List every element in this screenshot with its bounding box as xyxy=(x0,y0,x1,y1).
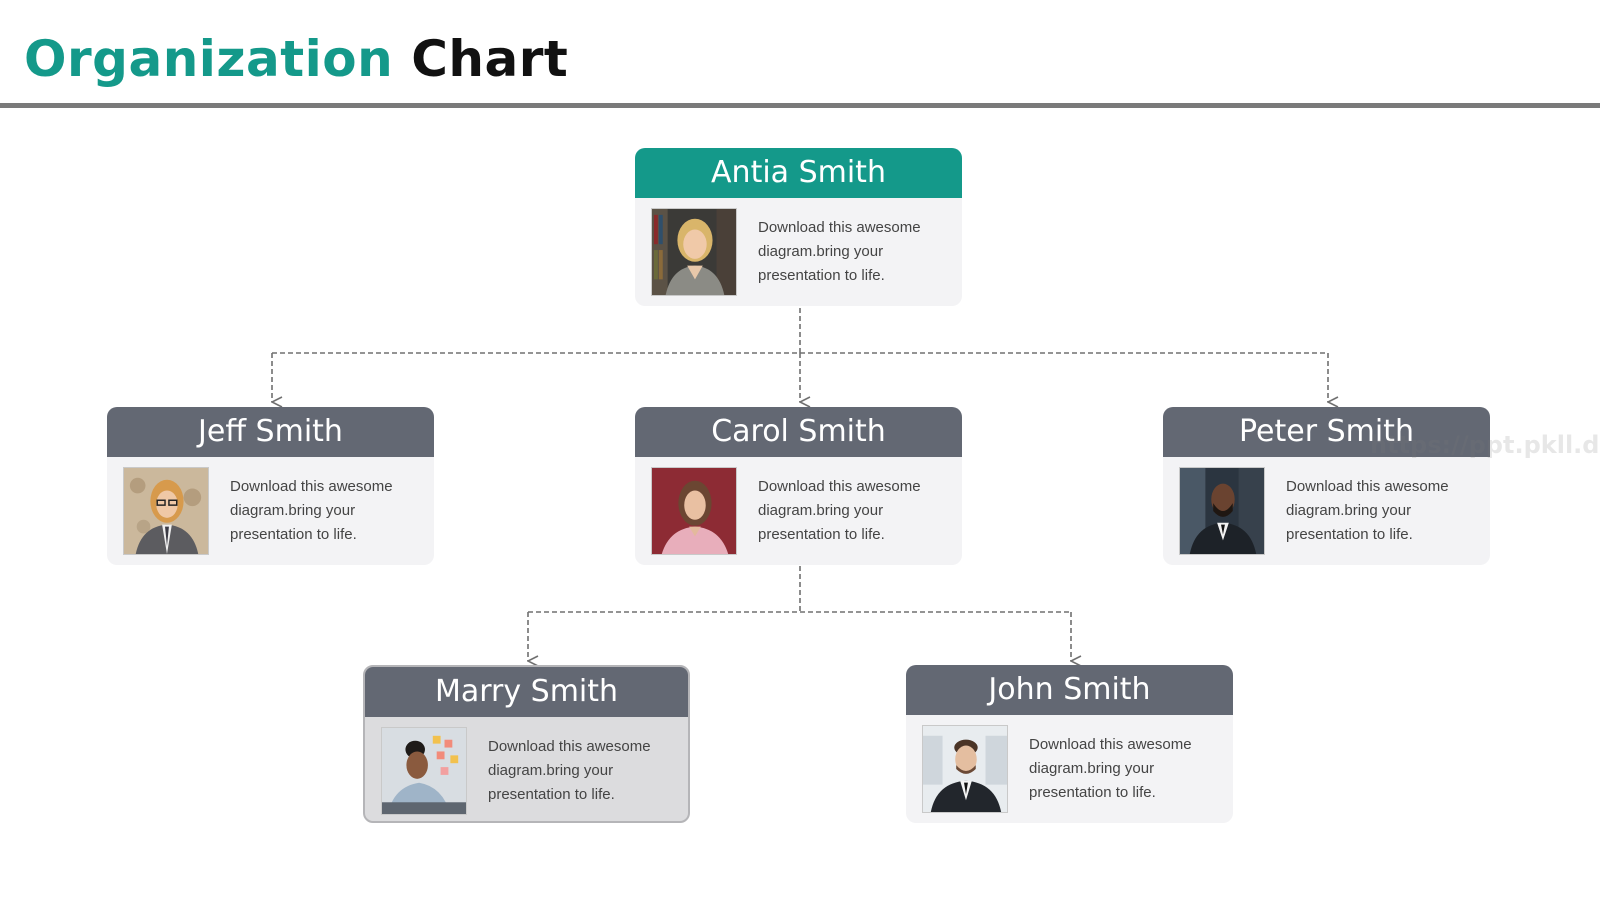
man-suit-portrait-icon xyxy=(1179,467,1265,555)
page-title: Organization Chart xyxy=(24,30,568,88)
card-name: Jeff Smith xyxy=(107,407,434,457)
page-title-accent: Organization xyxy=(24,30,394,88)
man-office-portrait-icon xyxy=(922,725,1008,813)
card-description: Download this awesome diagram.bring your… xyxy=(1029,736,1192,801)
card-description: Download this awesome diagram.bring your… xyxy=(230,478,393,543)
card-description: Download this awesome diagram.bring your… xyxy=(1286,478,1449,543)
card-name: Peter Smith xyxy=(1163,407,1490,457)
card-name: Marry Smith xyxy=(365,667,688,717)
card-description: Download this awesome diagram.bring your… xyxy=(758,478,921,543)
org-card-jeff: Jeff Smith Download this awesome diagram… xyxy=(107,407,434,565)
card-description: Download this awesome diagram.bring your… xyxy=(488,738,651,803)
woman-office-portrait-icon xyxy=(381,727,467,815)
org-card-peter: Peter Smith Download this awesome diagra… xyxy=(1163,407,1490,565)
card-description: Download this awesome diagram.bring your… xyxy=(758,219,921,284)
title-divider xyxy=(0,103,1600,108)
woman-blonde-portrait-icon xyxy=(651,208,737,296)
watermark: https://ppt.pkll.de xyxy=(1370,431,1600,459)
org-card-carol: Carol Smith Download this awesome diagra… xyxy=(635,407,962,565)
org-card-marry: Marry Smith Download this awesome diagra… xyxy=(363,665,690,823)
card-name: John Smith xyxy=(906,665,1233,715)
woman-glasses-portrait-icon xyxy=(123,467,209,555)
card-name: Antia Smith xyxy=(635,148,962,198)
card-name: Carol Smith xyxy=(635,407,962,457)
org-card-antia: Antia Smith Download this awesome diagra… xyxy=(635,148,962,306)
woman-red-background-portrait-icon xyxy=(651,467,737,555)
org-card-john: John Smith Download this awesome diagram… xyxy=(906,665,1233,823)
page-title-rest: Chart xyxy=(411,30,569,88)
